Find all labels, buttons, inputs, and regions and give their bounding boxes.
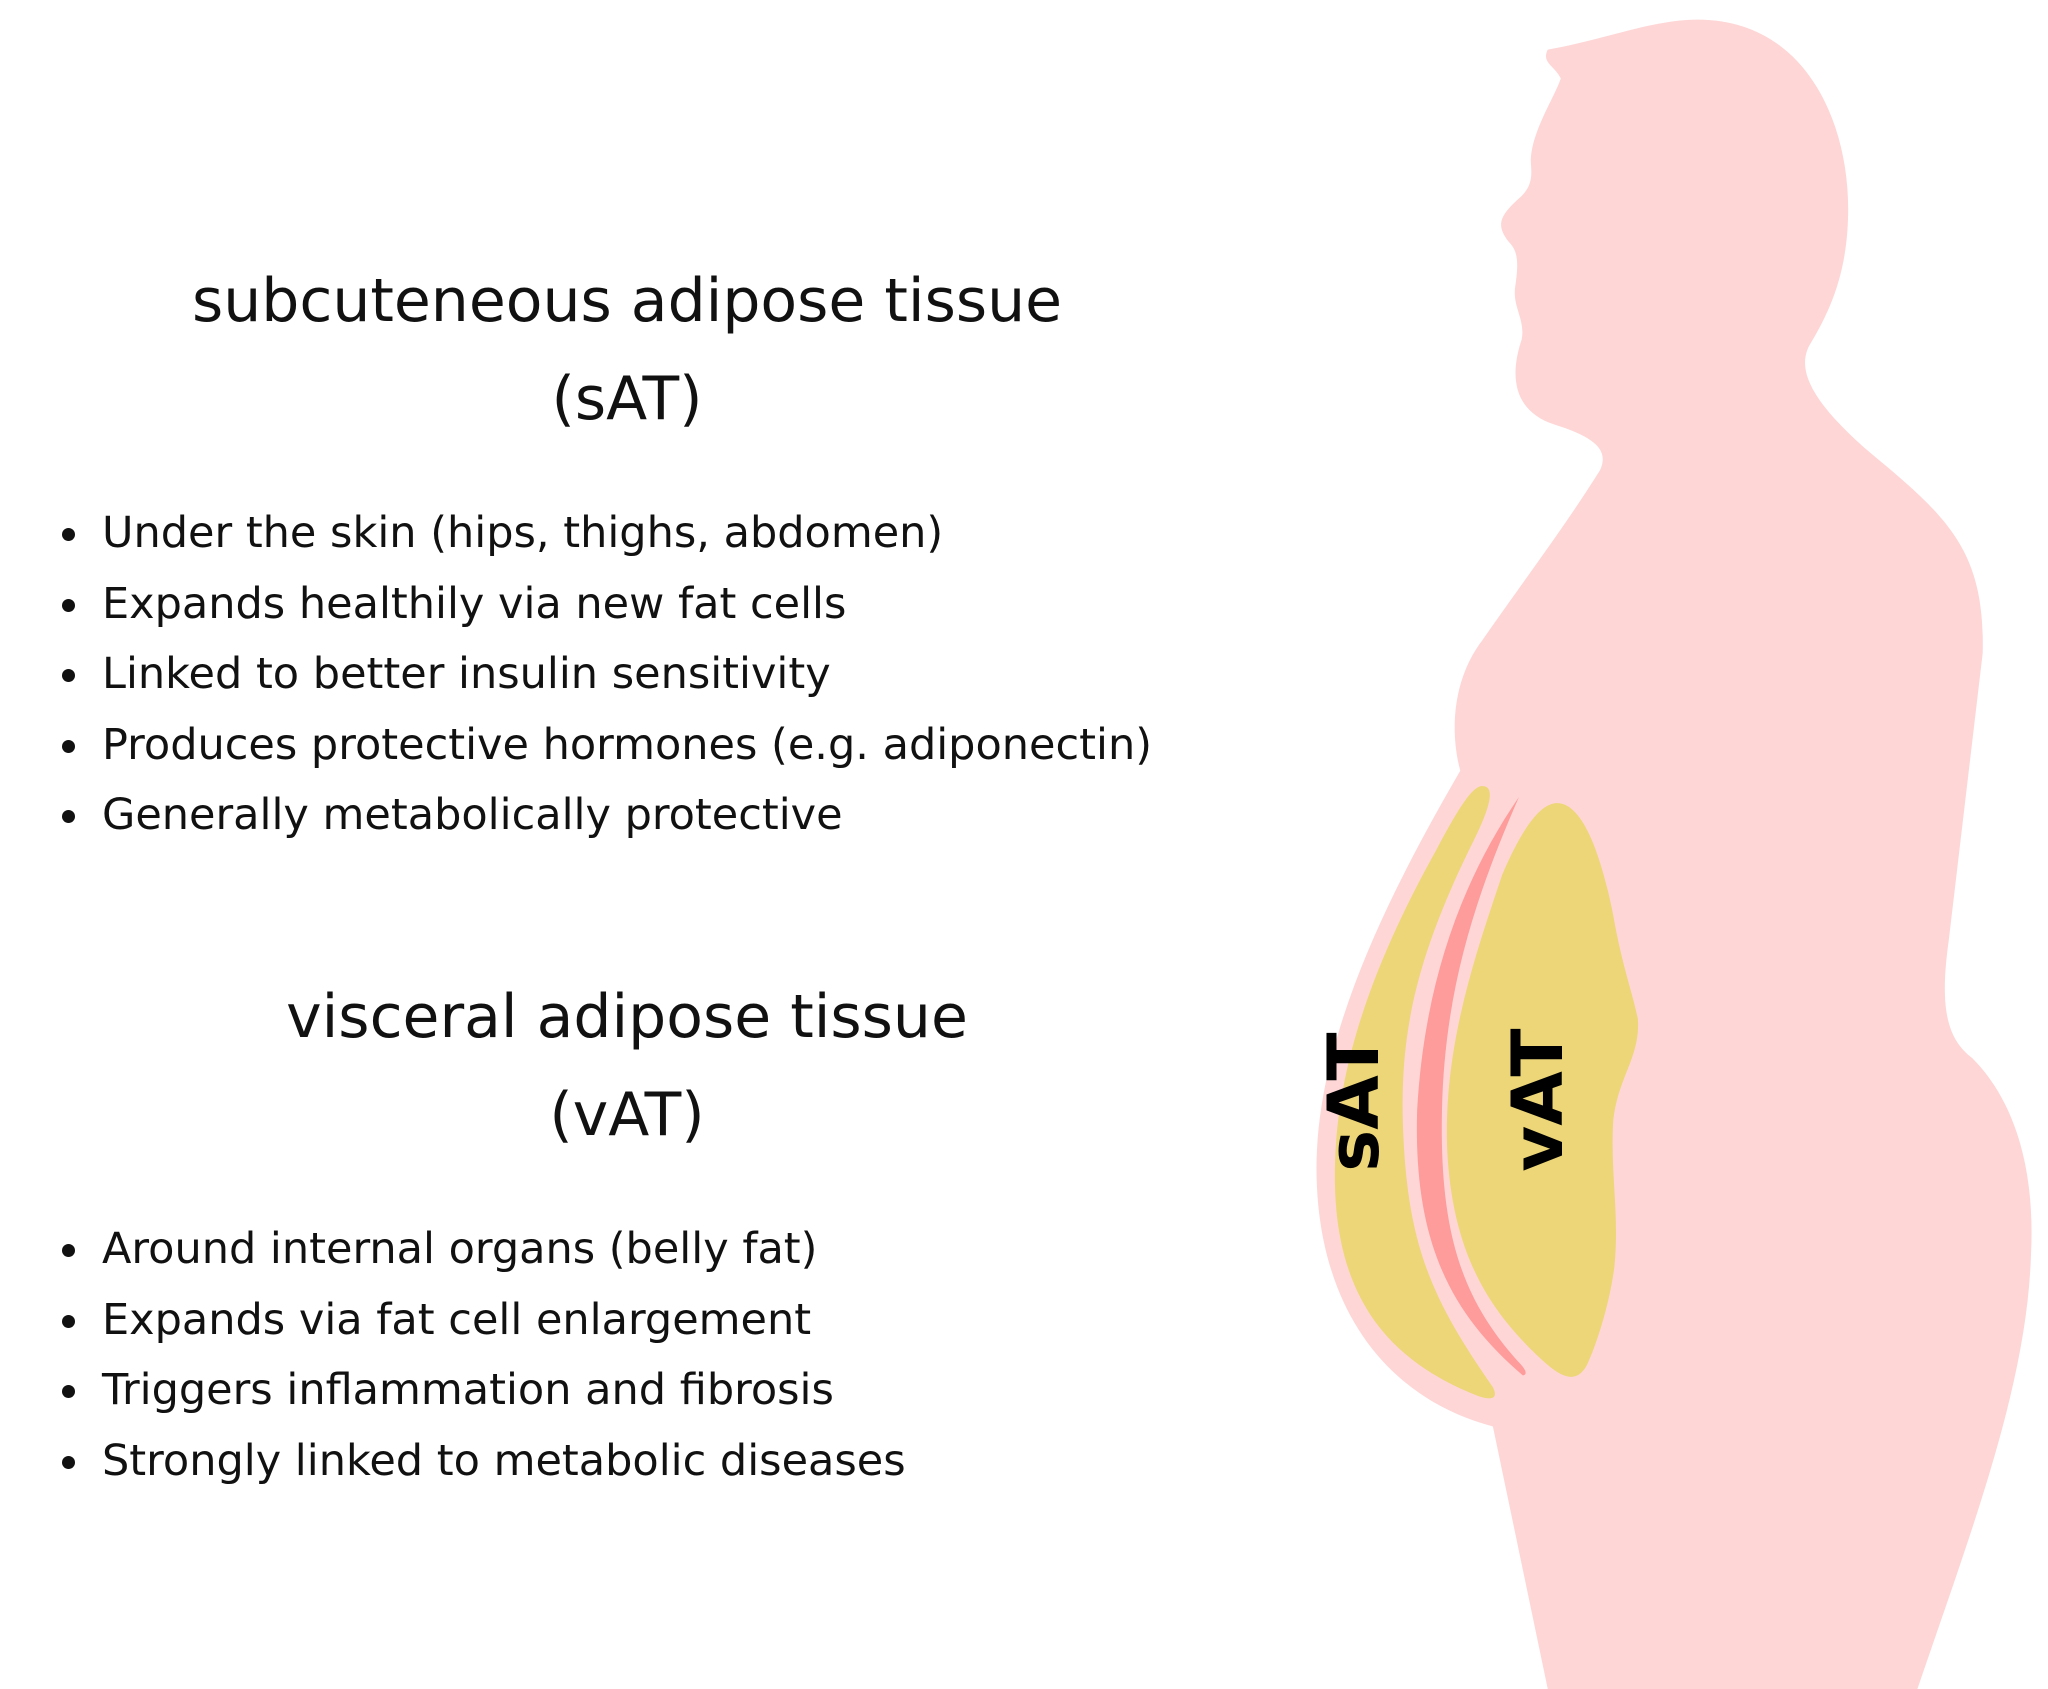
body-silhouette	[1316, 19, 2032, 1689]
sat-title: subcuteneous adipose tissue	[191, 266, 1063, 336]
list-item: Expands via fat cell enlargement	[60, 1285, 906, 1356]
vat-label: vAT	[1497, 1029, 1579, 1172]
vat-bullet-list: Around internal organs (belly fat) Expan…	[60, 1214, 906, 1496]
list-item: Linked to better insulin sensitivity	[60, 639, 1152, 710]
list-item: Under the skin (hips, thighs, abdomen)	[60, 498, 1152, 569]
sat-title-abbr: (sAT)	[551, 364, 703, 434]
vat-title: visceral adipose tissue	[286, 982, 968, 1052]
list-item: Triggers inflammation and fibrosis	[60, 1355, 906, 1426]
sat-bullet-list: Under the skin (hips, thighs, abdomen) E…	[60, 498, 1152, 851]
list-item: Around internal organs (belly fat)	[60, 1214, 906, 1285]
muscle-layer	[1416, 796, 1526, 1376]
list-item: Expands healthily via new fat cells	[60, 569, 1152, 640]
sat-label: sAT	[1313, 1033, 1395, 1172]
list-item: Strongly linked to metabolic diseases	[60, 1426, 906, 1497]
vat-fat-layer	[1446, 803, 1639, 1377]
vat-title-abbr: (vAT)	[549, 1080, 705, 1150]
list-item: Generally metabolically protective	[60, 780, 1152, 851]
list-item: Produces protective hormones (e.g. adipo…	[60, 710, 1152, 781]
sat-fat-layer	[1334, 786, 1495, 1399]
